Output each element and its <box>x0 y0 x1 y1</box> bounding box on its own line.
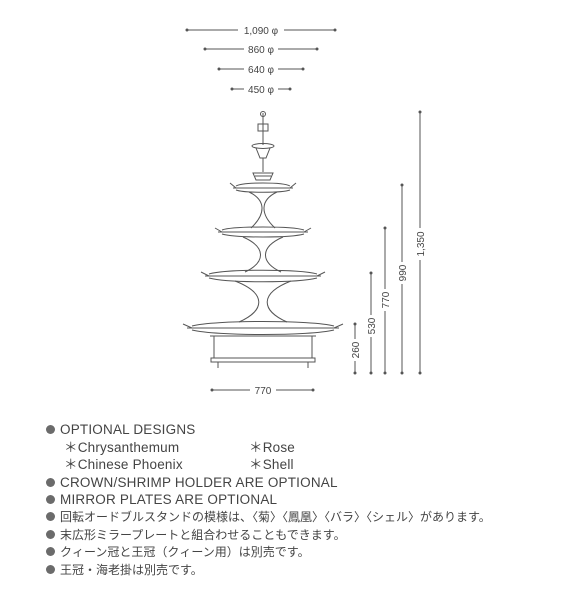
dim-label-770-base: 770 <box>255 386 272 397</box>
note-jp-crown: クィーン冠と王冠（クィーン用）は別売です。 <box>46 544 566 562</box>
note-jp-shrimp: 王冠・海老掛は別売です。 <box>46 562 566 580</box>
bullet-icon <box>46 425 55 434</box>
note-mirror-plates: MIRROR PLATES ARE OPTIONAL <box>46 491 566 509</box>
dim-label-530: 530 <box>367 317 378 334</box>
dim-label-450: 450 φ <box>248 85 274 96</box>
note-crown-holder: CROWN/SHRIMP HOLDER ARE OPTIONAL <box>46 474 566 492</box>
base-dimension: 770 <box>210 383 315 397</box>
hors-doeuvre-stand <box>182 111 344 368</box>
note-jp-mirror: 末広形ミラープレートと組合わせることもできます。 <box>46 527 566 545</box>
stand-diagram: 1,090 φ 860 φ 640 φ 450 φ <box>182 23 427 397</box>
stand-column-2 <box>242 236 284 273</box>
design-options-row-1: ＊Chrysanthemum ＊Rose <box>46 439 566 457</box>
stand-tier-1 <box>229 182 297 193</box>
top-dimension-lines <box>185 28 337 91</box>
bullet-icon <box>46 529 55 539</box>
stand-base <box>210 335 316 368</box>
top-dimension-labels: 1,090 φ 860 φ 640 φ 450 φ <box>238 23 284 96</box>
dim-label-640: 640 φ <box>248 65 274 76</box>
stand-column-1 <box>248 191 278 229</box>
bullet-icon <box>46 547 55 557</box>
dim-label-990: 990 <box>398 264 409 281</box>
design-rose: ＊Rose <box>249 439 296 455</box>
notes-list: OPTIONAL DESIGNS ＊Chrysanthemum ＊Rose ＊C… <box>46 421 566 579</box>
height-dimension-labels: 1,350 990 770 530 260 <box>348 228 427 361</box>
bullet-icon <box>46 495 55 505</box>
design-chrysanthemum: ＊Chrysanthemum <box>64 439 180 455</box>
dim-label-860: 860 φ <box>248 45 274 56</box>
stand-tier-4 <box>182 321 344 335</box>
bullet-icon <box>46 564 55 574</box>
stand-column-3 <box>234 280 292 323</box>
note-optional-designs: OPTIONAL DESIGNS <box>46 421 566 439</box>
stand-tier-3 <box>200 269 326 283</box>
stand-finial <box>251 111 275 181</box>
dim-label-1350: 1,350 <box>416 231 427 256</box>
bullet-icon <box>46 511 55 521</box>
design-chinese-phoenix: ＊Chinese Phoenix <box>64 457 183 473</box>
design-shell: ＊Shell <box>249 457 294 473</box>
bullet-icon <box>46 477 55 487</box>
stand-tier-2 <box>214 226 312 238</box>
note-jp-designs: 回転オードブルスタンドの模様は、〈菊〉〈鳳凰〉〈バラ〉〈シェル〉があります。 <box>46 509 566 527</box>
dim-label-1090: 1,090 φ <box>244 26 279 37</box>
dim-label-260: 260 <box>351 341 362 358</box>
dim-label-770: 770 <box>381 291 392 308</box>
design-options-row-2: ＊Chinese Phoenix ＊Shell <box>46 456 566 474</box>
